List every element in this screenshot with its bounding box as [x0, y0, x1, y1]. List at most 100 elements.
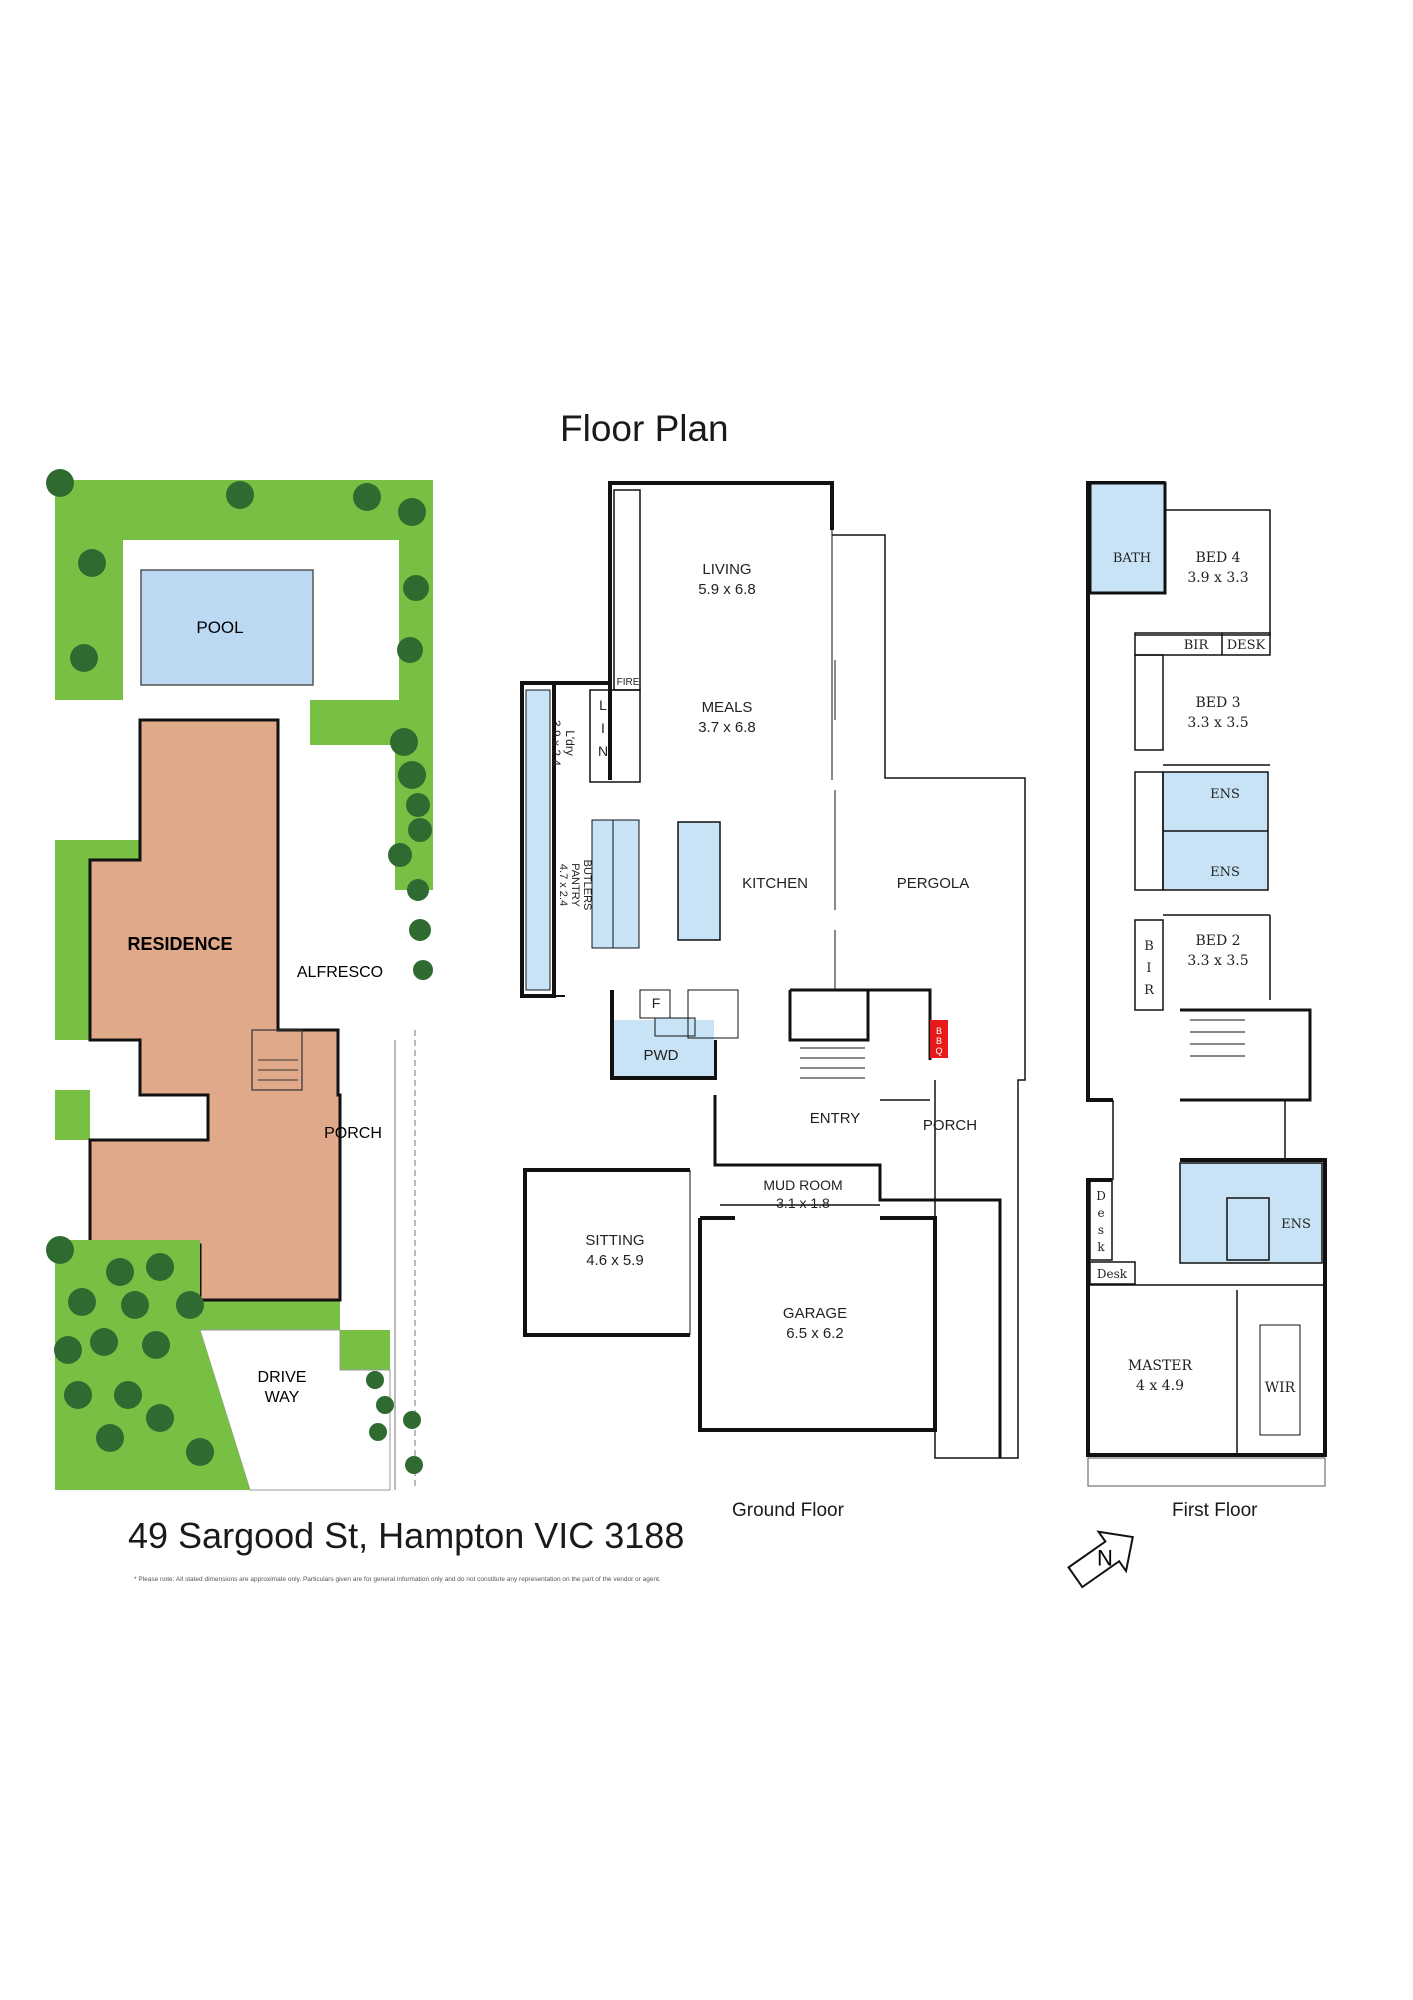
desk-v-d: D [1096, 1189, 1106, 1203]
master-ens-label: ENS [1281, 1217, 1311, 1232]
pool-label: POOL [196, 618, 243, 637]
linen-cupboard [589, 689, 641, 783]
bbq-b2: B [936, 1036, 942, 1046]
entry-label: ENTRY [810, 1110, 861, 1127]
fridge-label: F [652, 995, 661, 1011]
tree [146, 1253, 174, 1281]
site-stair [251, 1029, 303, 1091]
pergola-label: PERGOLA [897, 875, 970, 892]
tree [54, 1336, 82, 1364]
tree [366, 1371, 384, 1389]
tree [369, 1423, 387, 1441]
desk-v-k: k [1097, 1240, 1105, 1254]
tree [409, 919, 431, 941]
bed2-dim: 3.3 x 3.5 [1187, 953, 1248, 969]
north-compass: N [1067, 1530, 1134, 1589]
first-floor-caption: First Floor [1172, 1500, 1258, 1521]
first-floor-plan [1086, 481, 1327, 1487]
fire-label: FIRE [617, 677, 640, 688]
disclaimer-note: * Please note: All stated dimensions are… [134, 1576, 661, 1583]
desk-small [1089, 1261, 1136, 1285]
ff-bed4-wall [1135, 509, 1271, 636]
desk-v-e: e [1097, 1206, 1104, 1220]
garage-wall [698, 1216, 937, 1432]
driveway-label-1: DRIVE [258, 1369, 307, 1386]
gf-porch-label: PORCH [923, 1117, 977, 1134]
meals-label: MEALS [702, 699, 753, 716]
compass-n-label: N [1097, 1546, 1113, 1571]
bed2-wardrobe [1134, 919, 1164, 1011]
desk-small-label: Desk [1097, 1267, 1128, 1281]
master-balcony [1087, 1457, 1326, 1487]
pantry-dim: 4.7 x 2.4 [557, 864, 569, 906]
fridge [639, 989, 671, 1019]
butlers-label: BUTLERS [581, 860, 593, 911]
living-label: LIVING [702, 561, 751, 578]
tree [186, 1438, 214, 1466]
tree [407, 879, 429, 901]
garage-dim: 6.5 x 6.2 [786, 1325, 844, 1342]
site-trees [46, 469, 433, 1474]
kitchen-island [677, 821, 721, 941]
gf-stair-wall [788, 988, 932, 1060]
wir-label: WIR [1265, 1380, 1296, 1396]
bath-label: BATH [1113, 551, 1151, 566]
driveway-label-2: WAY [265, 1389, 300, 1406]
tree [114, 1381, 142, 1409]
tree [146, 1404, 174, 1432]
tree [406, 793, 430, 817]
bed2-label: BED 2 [1195, 933, 1240, 949]
desk-horizontal: DESK [1227, 638, 1266, 653]
bir-r: R [1144, 983, 1155, 998]
tree [408, 818, 432, 842]
property-address: 49 Sargood St, Hampton VIC 3188 [128, 1515, 685, 1556]
pantry-label: PANTRY [569, 863, 581, 907]
pwd-label: PWD [644, 1047, 679, 1064]
master-label: MASTER [1128, 1358, 1193, 1374]
bed4-label: BED 4 [1195, 550, 1240, 566]
tree [403, 575, 429, 601]
ff-stair-wall [1180, 1008, 1312, 1102]
tree [398, 498, 426, 526]
first-floor-labels: BATH BED 4 3.9 x 3.3 BIR DESK BED 3 3.3 … [1096, 550, 1311, 1396]
wir-inner [1259, 1324, 1301, 1436]
kitchen-label: KITCHEN [742, 875, 808, 892]
ens-b-label: ENS [1210, 865, 1240, 880]
tree [78, 549, 106, 577]
bir-horizontal: BIR [1184, 638, 1210, 653]
tree [403, 1411, 421, 1429]
bir-i: I [1146, 961, 1151, 976]
desk-vertical [1089, 1179, 1113, 1261]
tree [353, 483, 381, 511]
bir-b: B [1144, 939, 1154, 954]
fire-wall [613, 489, 641, 691]
bir-desk-bar [1134, 632, 1271, 656]
lin-i: I [601, 720, 605, 736]
pwd-wall [610, 990, 717, 1080]
pantry-bench-right [612, 819, 640, 949]
tree [64, 1381, 92, 1409]
master-bath-tub [1226, 1197, 1270, 1261]
site-porch-label: PORCH [324, 1125, 382, 1142]
lin-l: L [599, 697, 607, 713]
cabinet [687, 989, 739, 1039]
gf-laundry-wall [520, 681, 556, 998]
gf-pergola-boundary [832, 534, 1026, 1459]
tree [226, 481, 254, 509]
tree [68, 1288, 96, 1316]
bed4-dim: 3.9 x 3.3 [1187, 570, 1248, 586]
ff-bath [1088, 481, 1167, 595]
side-paving [55, 700, 140, 840]
site-plan [55, 480, 433, 1491]
bed3-dim: 3.3 x 3.5 [1187, 715, 1248, 731]
tree [121, 1291, 149, 1319]
tree [176, 1291, 204, 1319]
desk-v-s: s [1098, 1223, 1104, 1237]
sitting-dim: 4.6 x 5.9 [586, 1252, 644, 1269]
bed3-label: BED 3 [1195, 695, 1240, 711]
alfresco-label: ALFRESCO [297, 964, 383, 981]
mud-room-dim: 3.1 x 1.8 [776, 1195, 830, 1211]
bed2-wardrobe-top [1134, 771, 1164, 891]
